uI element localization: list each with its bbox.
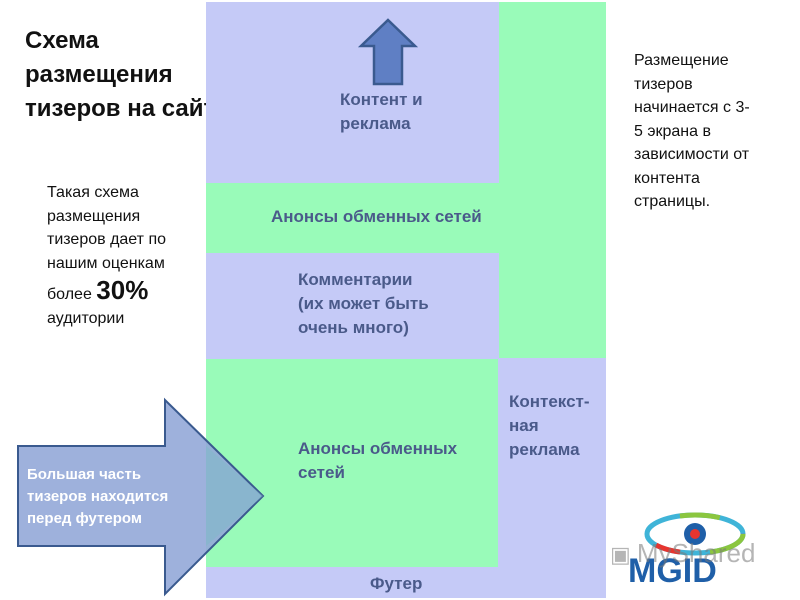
presentation-icon: ▣ <box>610 542 637 567</box>
percent-value: 30% <box>96 275 149 305</box>
left-note: Такая схема размещения тизеров дает по н… <box>47 184 166 327</box>
block-exchange-bottom <box>206 359 499 567</box>
watermark: ▣ MyShared <box>610 538 756 568</box>
block-footer <box>206 567 499 598</box>
up-arrow-icon <box>357 18 419 86</box>
logo-text: MGID <box>628 552 717 590</box>
label-content-ad: Контент и реклама <box>340 90 423 133</box>
label-context-ad: Контекст- ная реклама <box>509 392 590 459</box>
block-content-ad <box>206 2 499 183</box>
arrow-label: Большая часть тизеров находится перед фу… <box>27 466 169 527</box>
mgid-logo: MGID <box>628 512 746 590</box>
label-footer: Футер <box>370 574 423 593</box>
block-exchange-top <box>206 183 499 253</box>
page-title: Схема размещения тизеров на сайте <box>25 27 229 122</box>
block-context-ad <box>498 358 606 598</box>
label-exchange-bottom: Анонсы обменных сетей <box>298 439 458 482</box>
label-exchange-top: Анонсы обменных сетей <box>271 207 482 226</box>
right-column-green <box>498 2 606 358</box>
block-comments <box>206 253 499 359</box>
label-comments: Комментарии (их может быть очень много) <box>298 270 429 337</box>
right-note: Размещение тизеров начинается с 3- 5 экр… <box>634 52 750 210</box>
